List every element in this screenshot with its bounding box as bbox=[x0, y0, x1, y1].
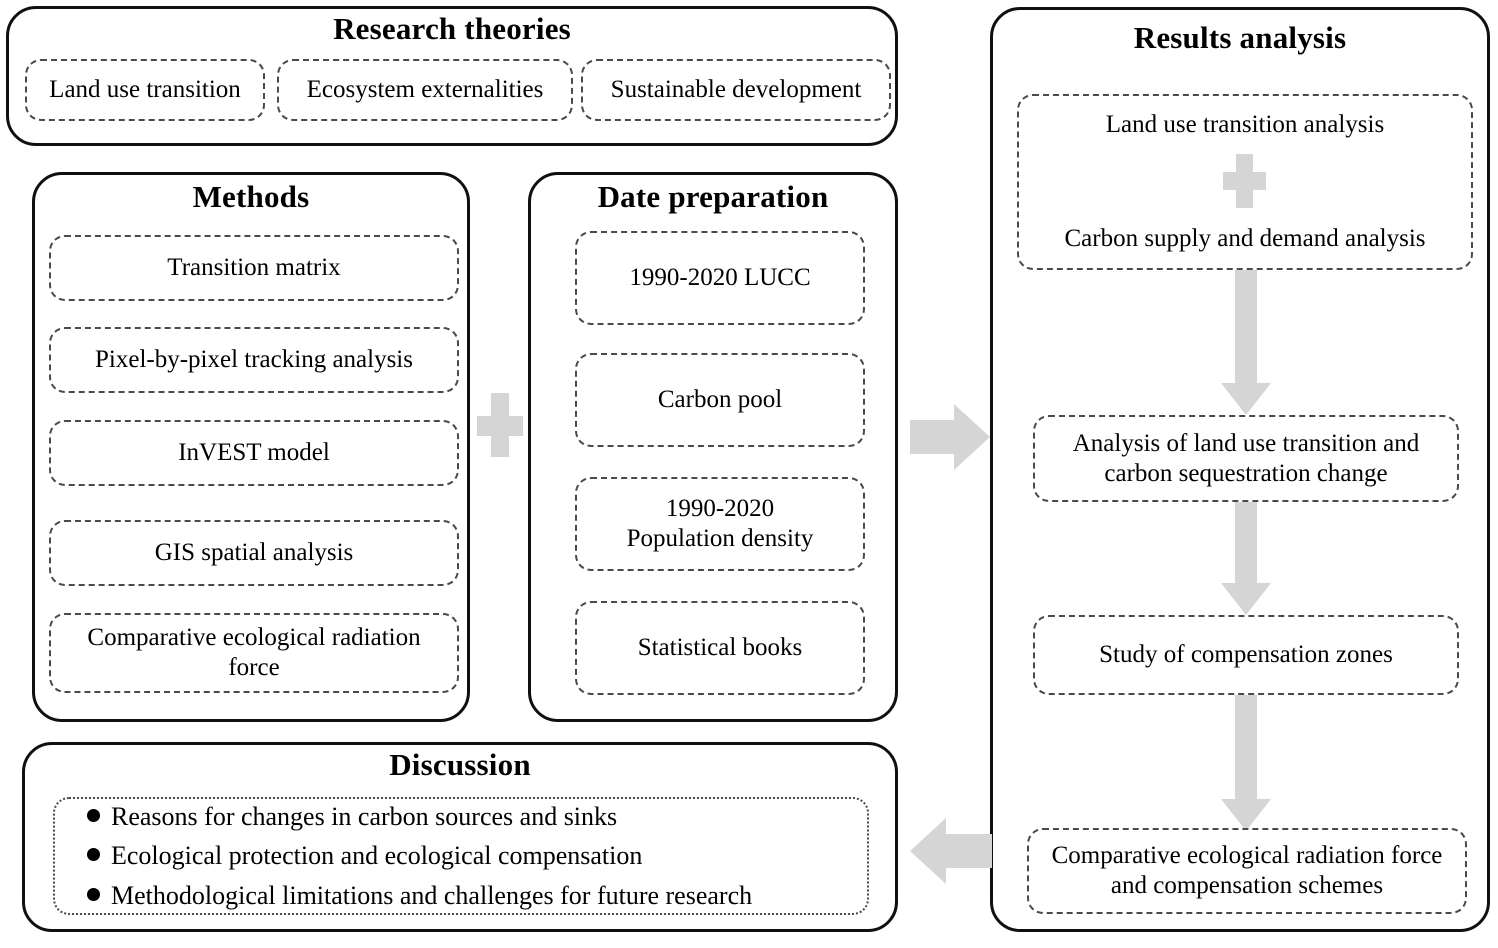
methods-item-comparative-ecological-radiation-force[interactable]: Comparative ecological radiation force bbox=[49, 613, 459, 693]
results-item-transition-and-carbon-analysis[interactable]: Land use transition analysis Carbon supp… bbox=[1017, 94, 1473, 270]
research-theory-label: Land use transition bbox=[49, 76, 241, 103]
research-theory-label: Sustainable development bbox=[610, 76, 862, 103]
discussion-bullet-label: Reasons for changes in carbon sources an… bbox=[111, 801, 618, 831]
arrow-down-icon-step-1 bbox=[1221, 270, 1271, 415]
data-item-label: 1990-2020 Population density bbox=[626, 495, 814, 552]
discussion-bullet-item: Ecological protection and ecological com… bbox=[87, 836, 859, 876]
panel-title-discussion: Discussion bbox=[389, 747, 531, 782]
methods-item-label: Pixel-by-pixel tracking analysis bbox=[95, 346, 413, 373]
panel-discussion: Discussion Reasons for changes in carbon… bbox=[22, 742, 898, 932]
data-item-population-density[interactable]: 1990-2020 Population density bbox=[575, 477, 865, 571]
panel-results-analysis: Results analysis Land use transition ana… bbox=[990, 7, 1490, 932]
methods-item-transition-matrix[interactable]: Transition matrix bbox=[49, 235, 459, 301]
research-theory-item-land-use-transition[interactable]: Land use transition bbox=[25, 59, 265, 121]
plus-icon-methods-data bbox=[477, 393, 523, 457]
discussion-bullet-item: Methodological limitations and challenge… bbox=[87, 876, 859, 916]
arrow-left-icon-results-to-discussion bbox=[910, 818, 992, 884]
panel-title-research-theories: Research theories bbox=[333, 11, 571, 46]
panel-research-theories: Research theories Land use transition Ec… bbox=[6, 6, 898, 146]
discussion-bullet-item: Reasons for changes in carbon sources an… bbox=[87, 797, 859, 837]
methods-item-label: InVEST model bbox=[178, 439, 330, 466]
panel-date-preparation: Date preparation 1990-2020 LUCC Carbon p… bbox=[528, 172, 898, 722]
bullet-dot-icon bbox=[87, 887, 100, 901]
methods-item-pixel-tracking[interactable]: Pixel-by-pixel tracking analysis bbox=[49, 327, 459, 393]
data-item-label: Statistical books bbox=[637, 634, 803, 661]
methods-item-invest-model[interactable]: InVEST model bbox=[49, 420, 459, 486]
data-item-lucc[interactable]: 1990-2020 LUCC bbox=[575, 231, 865, 325]
panel-title-methods: Methods bbox=[192, 179, 310, 214]
panel-title-date-preparation: Date preparation bbox=[597, 179, 829, 214]
plus-icon-results-inner bbox=[1223, 154, 1267, 208]
results-item-label: Study of compensation zones bbox=[1099, 641, 1393, 668]
results-item-label: Comparative ecological radiation force a… bbox=[1051, 842, 1443, 899]
results-item-label: Analysis of land use transition and carb… bbox=[1072, 429, 1420, 487]
discussion-bullet-label: Ecological protection and ecological com… bbox=[111, 841, 643, 871]
arrow-right-icon-data-to-results bbox=[910, 404, 990, 470]
bullet-dot-icon bbox=[87, 848, 100, 862]
panel-title-results-analysis: Results analysis bbox=[1133, 20, 1347, 55]
discussion-bullet-box[interactable]: Reasons for changes in carbon sources an… bbox=[53, 797, 869, 915]
methods-item-gis-spatial-analysis[interactable]: GIS spatial analysis bbox=[49, 520, 459, 586]
data-item-label: Carbon pool bbox=[657, 386, 783, 413]
results-item-label-top: Land use transition analysis bbox=[1105, 111, 1385, 138]
panel-methods: Methods Transition matrix Pixel-by-pixel… bbox=[32, 172, 470, 722]
methods-item-label: Transition matrix bbox=[167, 254, 341, 281]
results-item-radiation-force-compensation-schemes[interactable]: Comparative ecological radiation force a… bbox=[1027, 828, 1467, 914]
research-theory-label: Ecosystem externalities bbox=[306, 76, 544, 103]
arrow-down-icon-step-3 bbox=[1221, 695, 1271, 831]
results-item-land-use-carbon-sequestration[interactable]: Analysis of land use transition and carb… bbox=[1033, 415, 1459, 502]
data-item-label: 1990-2020 LUCC bbox=[629, 264, 811, 291]
research-theory-item-ecosystem-externalities[interactable]: Ecosystem externalities bbox=[277, 59, 573, 121]
research-theory-item-sustainable-development[interactable]: Sustainable development bbox=[581, 59, 891, 121]
bullet-dot-icon bbox=[87, 808, 100, 822]
data-item-statistical-books[interactable]: Statistical books bbox=[575, 601, 865, 695]
discussion-bullet-list: Reasons for changes in carbon sources an… bbox=[63, 797, 859, 916]
data-item-carbon-pool[interactable]: Carbon pool bbox=[575, 353, 865, 447]
methods-item-label: Comparative ecological radiation force bbox=[87, 624, 421, 681]
results-item-label-bottom: Carbon supply and demand analysis bbox=[1064, 225, 1426, 252]
discussion-bullet-label: Methodological limitations and challenge… bbox=[111, 880, 753, 910]
methods-item-label: GIS spatial analysis bbox=[154, 539, 354, 566]
arrow-down-icon-step-2 bbox=[1221, 502, 1271, 615]
results-item-compensation-zones[interactable]: Study of compensation zones bbox=[1033, 615, 1459, 695]
